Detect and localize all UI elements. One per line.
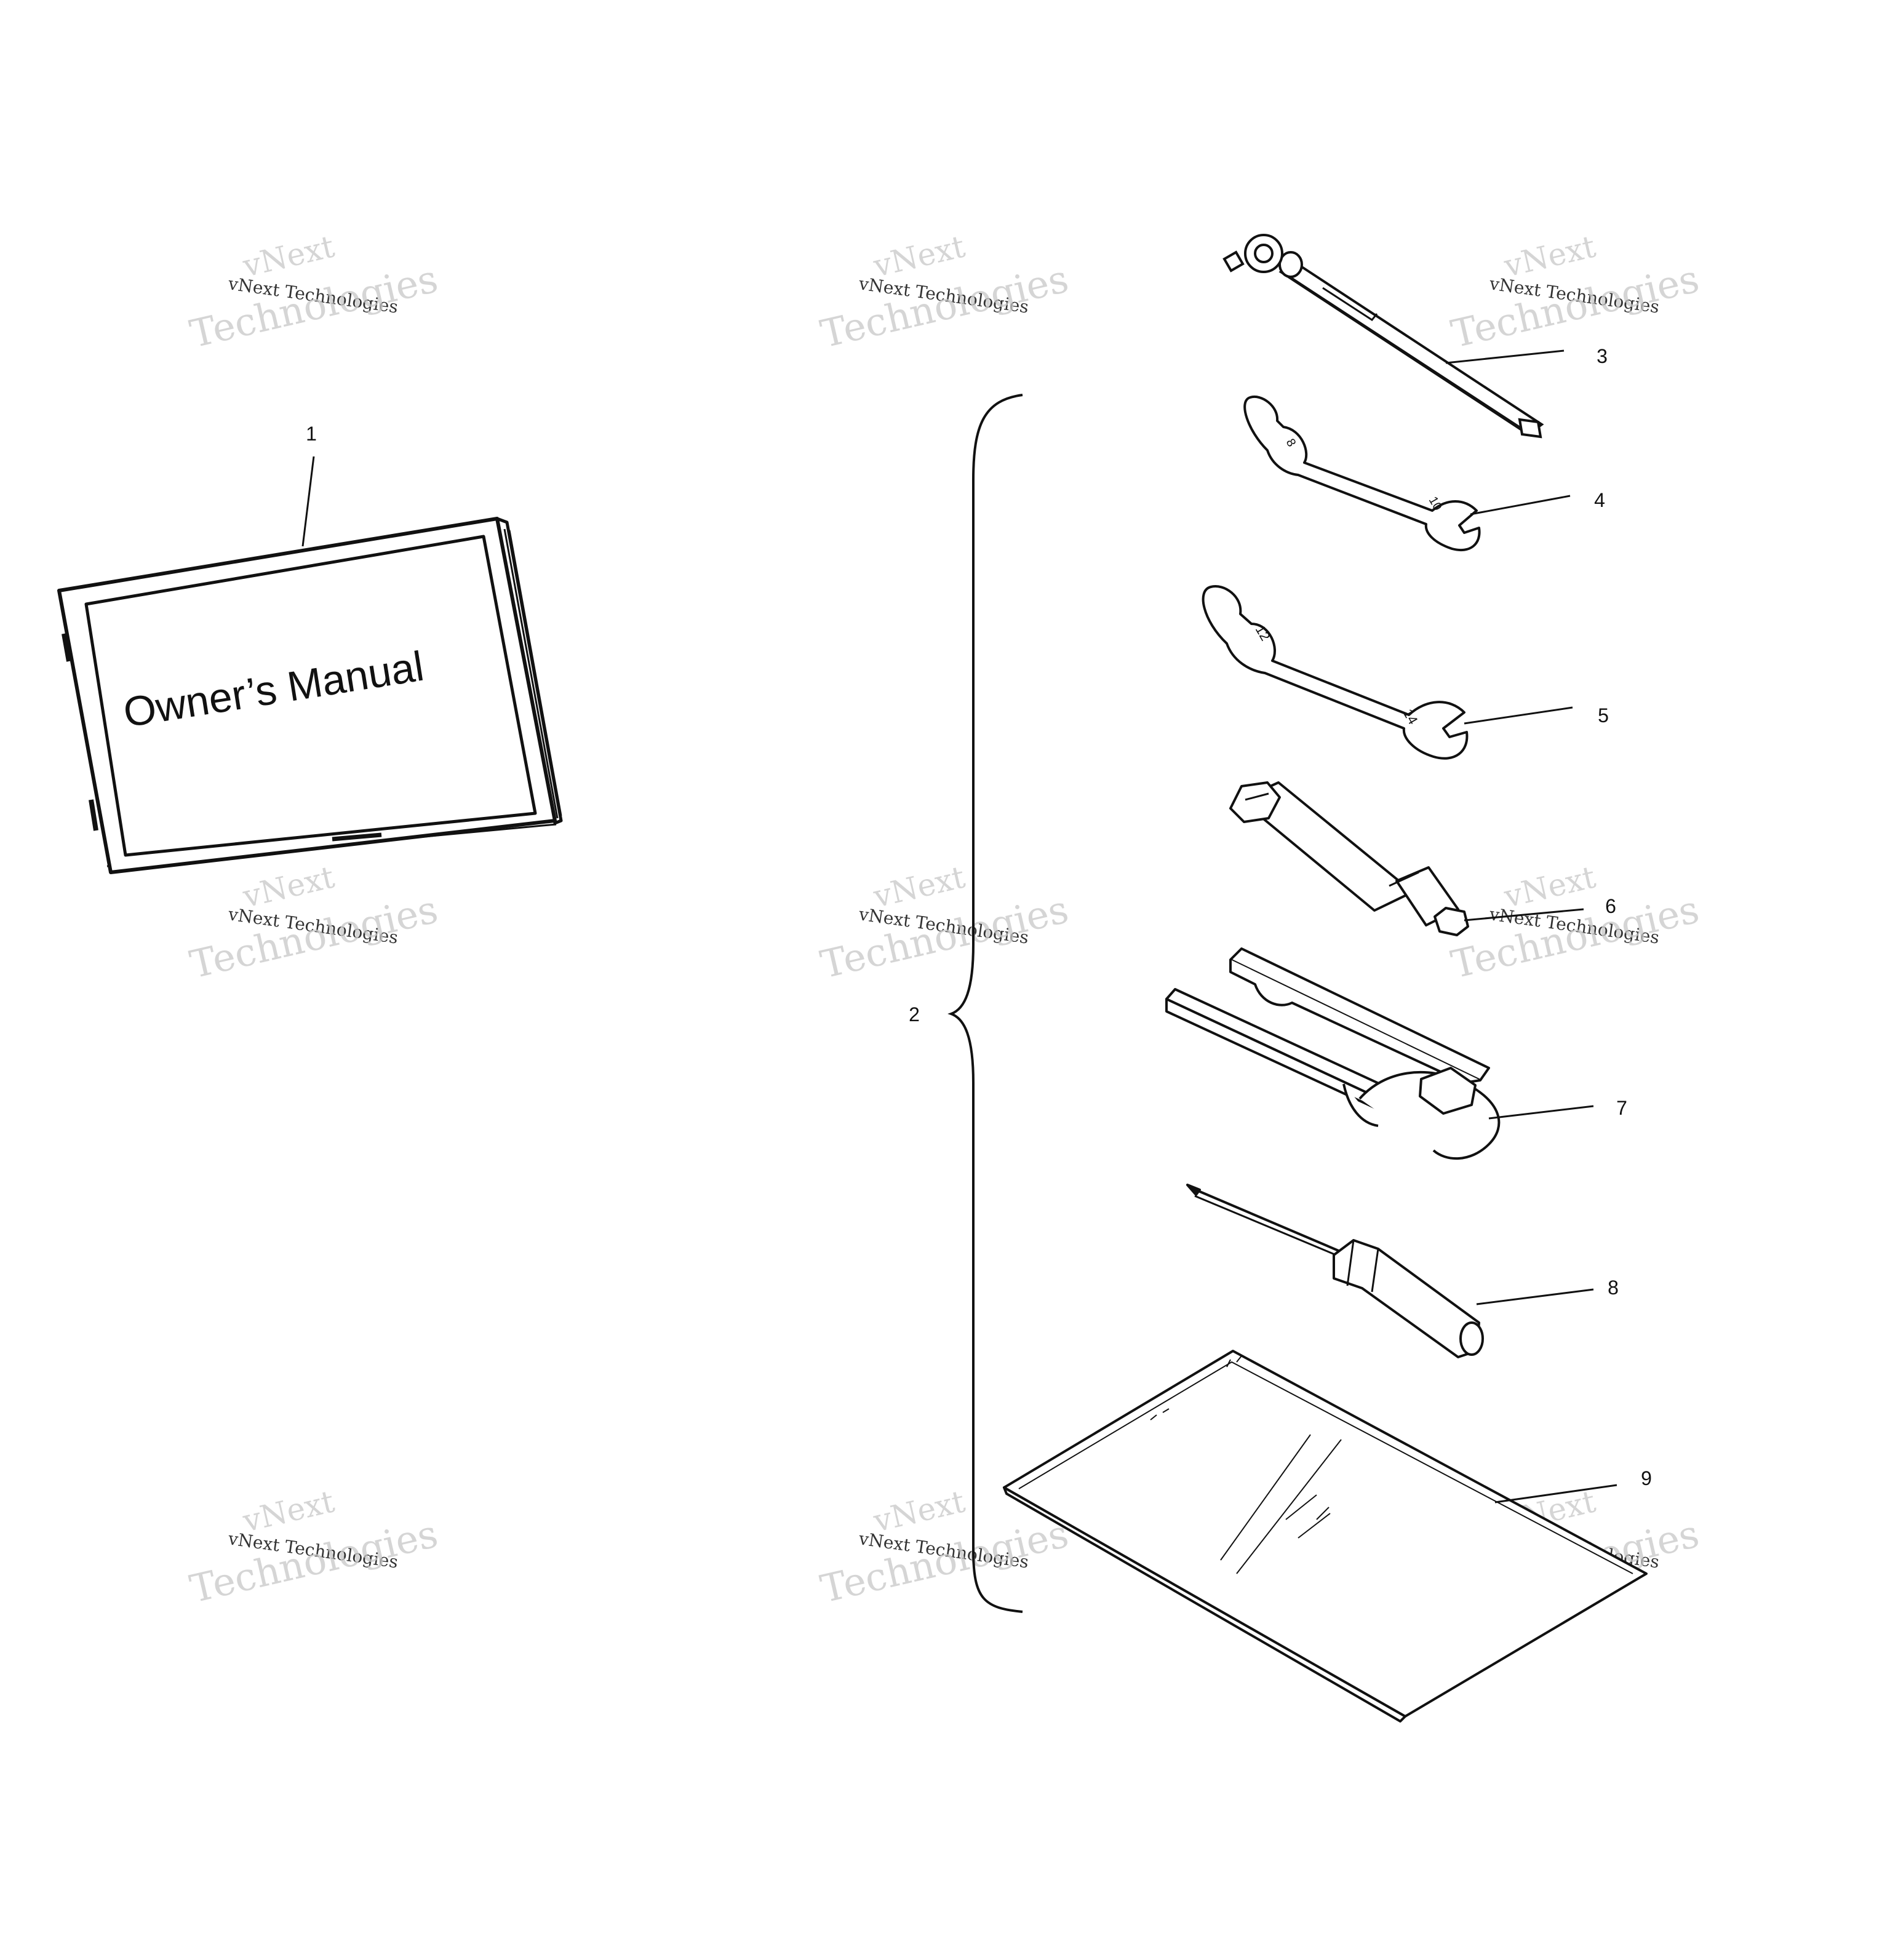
watermark: vNext Technologies vNext Technologies [186, 1483, 442, 1611]
callout-4: 4 [1594, 489, 1605, 511]
callout-1: 1 [306, 423, 317, 445]
watermark: vNext Technologies vNext Technologies [186, 859, 442, 987]
watermark-big-text: Technologies [816, 1511, 1072, 1611]
leader-line-5 [1464, 706, 1573, 725]
tool-bag-drawing [1003, 1350, 1648, 1723]
watermark-top-text: vNext [239, 228, 338, 284]
watermark-big-text: Technologies [186, 256, 442, 356]
owners-manual-drawing: Owner’s Manual [57, 517, 563, 874]
tool-kit-brace [947, 394, 1023, 1613]
watermark: vNext Technologies vNext Technologies [816, 859, 1072, 987]
watermark-top-text: vNext [1501, 228, 1599, 284]
small-wrench-drawing: 8 10 [1243, 395, 1481, 552]
watermark-big-text: Technologies [816, 256, 1072, 356]
callout-5: 5 [1598, 704, 1609, 727]
watermark-big-text: Technologies [186, 886, 442, 987]
callout-9: 9 [1641, 1467, 1652, 1489]
watermark: vNext Technologies vNext Technologies [186, 228, 442, 356]
leader-line-8 [1476, 1288, 1594, 1305]
watermark-top-text: vNext [239, 1483, 338, 1539]
callout-8: 8 [1608, 1277, 1619, 1299]
watermark-big-text: Technologies [186, 1511, 442, 1611]
callout-7: 7 [1616, 1097, 1627, 1119]
watermark: vNext Technologies vNext Technologies [1447, 859, 1703, 987]
watermark-top-text: vNext [1501, 859, 1599, 914]
leader-line-9 [1494, 1484, 1617, 1504]
leader-line-1 [301, 456, 315, 547]
callout-6: 6 [1605, 895, 1616, 917]
callout-3: 3 [1597, 345, 1608, 367]
socket-wrench-drawing [1229, 781, 1469, 936]
watermark: vNext Technologies vNext Technologies [816, 228, 1072, 356]
leader-line-3 [1445, 349, 1565, 364]
watermark-top-text: vNext [870, 859, 968, 914]
watermark-big-text: Technologies [1447, 256, 1703, 356]
large-wrench-drawing: 12 14 [1202, 585, 1469, 760]
screwdriver-drawing [1186, 1184, 1484, 1358]
leader-line-4 [1470, 495, 1571, 516]
watermark-big-text: Technologies [1447, 886, 1703, 987]
callout-2: 2 [909, 1003, 920, 1026]
callout-layer: 1 2 3 4 5 6 7 8 9 [306, 345, 1652, 1489]
watermark-top-text: vNext [239, 859, 338, 914]
leader-line-7 [1488, 1105, 1594, 1120]
watermark-top-text: vNext [870, 1483, 968, 1539]
watermark-big-text: Technologies [816, 886, 1072, 987]
watermark-top-text: vNext [870, 228, 968, 284]
spanner-holder-drawing [1165, 947, 1501, 1160]
pressure-gauge-drawing [1222, 234, 1544, 439]
leader-line-6 [1464, 908, 1584, 922]
watermark: vNext Technologies vNext Technologies [1447, 228, 1703, 356]
